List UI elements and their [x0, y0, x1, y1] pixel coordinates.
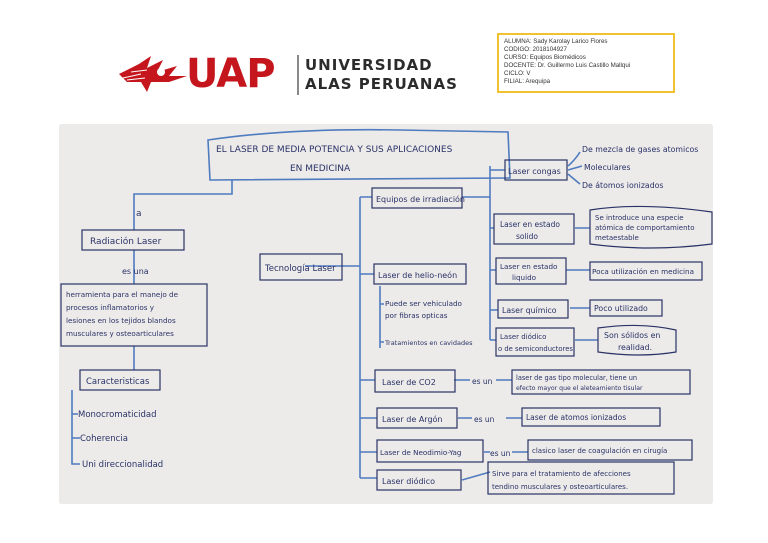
info-filial: FILIAL: Arequipa [504, 77, 551, 85]
student-info-box: ALUMNA: Sady Karolay Larico Flores CODIG… [497, 33, 675, 93]
co2-desc-2: efecto mayor que el aleteamiento tisular [516, 385, 643, 392]
box-definicion [60, 283, 208, 347]
node-solido-2: solido [516, 232, 538, 241]
box-argon-desc [521, 407, 661, 427]
box-co2-desc [511, 369, 691, 395]
info-ciclo: CICLO: V [504, 69, 531, 77]
congas-note-3: De átomos ionizados [582, 181, 664, 190]
diodico-note-2: realidad. [618, 343, 652, 352]
info-alumna: ALUMNA: Sady Karolay Larico Flores [504, 38, 608, 45]
solido-note-2: atómica de comportamiento [595, 224, 695, 232]
box-neodimio [376, 439, 484, 463]
congas-note-1: De mezcla de gases atomicos [582, 145, 698, 154]
node-caracteristicas: Caracteristicas [86, 377, 150, 387]
node-solido-1: Laser en estado [500, 220, 560, 229]
connector-lines [71, 128, 598, 481]
node-radiacion: Radiación Laser [90, 236, 162, 247]
node-diodico: Laser diódico [382, 476, 435, 486]
box-diodico-semi [495, 327, 575, 357]
helio-note-1b: por fibras opticas [385, 311, 448, 320]
def-line-4: musculares y osteoarticulares [66, 329, 174, 338]
node-diodico-semi-1: Laser diódico [500, 333, 546, 341]
box-congas [504, 159, 568, 181]
link-argon: es un [474, 415, 495, 424]
solido-note-3: metaestable [595, 234, 639, 242]
node-liquido-2: liquido [512, 273, 536, 282]
diodico-note-1: Son sólidos en [604, 331, 660, 340]
congas-note-2: Moleculares [584, 163, 631, 172]
solido-note-1: Se introduce una especie [595, 214, 684, 222]
concept-text: EL LASER DE MEDIA POTENCIA Y SUS APLICAC… [66, 145, 698, 491]
box-diodico-note [597, 324, 677, 356]
caracteristica-3: Uni direccionalidad [82, 460, 163, 470]
box-quimico-note [589, 299, 663, 317]
diodico-desc-2: tendino musculares y osteoarticulares. [492, 483, 628, 491]
diodico-desc-1: Sirve para el tratamiento de afecciones [492, 470, 631, 478]
box-quimico [497, 299, 569, 319]
info-docente: DOCENTE: Dr. Guillermo Luis Castillo Mal… [504, 61, 631, 69]
node-boxes [60, 159, 713, 495]
helio-note-2: Tratamientos en cavidades [384, 339, 473, 347]
box-neodimio-desc [527, 439, 693, 461]
node-equipos: Equipos de irradiación [376, 194, 465, 204]
neodimio-desc: clasico laser de coagulación en cirugía [532, 447, 667, 455]
box-solido [493, 213, 575, 245]
logo-name-line2: ALAS PERUANAS [305, 75, 458, 93]
box-liquido [495, 257, 567, 285]
node-neodimio: Laser de Neodimio-Yag [380, 448, 461, 457]
logo-name-line1: UNIVERSIDAD [305, 56, 433, 74]
caracteristica-2: Coherencia [80, 434, 128, 444]
co2-desc-1: laser de gas tipo molecular, tiene un [516, 374, 637, 382]
link-co2: es un [472, 377, 493, 386]
box-radiacion [81, 229, 185, 251]
link-neodimio: es un [490, 449, 511, 458]
liquido-note: Poca utilización en medicina [592, 267, 694, 276]
document-header: UAP UNIVERSIDAD ALAS PERUANAS ALUMNA: Sa… [0, 0, 768, 120]
box-diodico [376, 469, 462, 491]
box-equipos [371, 187, 463, 209]
box-solido-note [589, 205, 713, 249]
node-congas: Laser congas [508, 167, 561, 176]
def-line-2: procesos inflamatorios y [66, 303, 155, 312]
node-quimico: Laser químico [502, 306, 557, 315]
logo-acronym: UAP [186, 51, 276, 97]
info-curso: CURSO: Equipos Biomédicos [504, 53, 586, 61]
node-co2: Laser de CO2 [382, 378, 436, 387]
logo-divider [297, 55, 299, 95]
logo-university-name: UNIVERSIDAD ALAS PERUANAS [305, 56, 458, 94]
box-liquido-note [589, 261, 703, 281]
box-argon [376, 407, 458, 429]
node-diodico-semi-2: o de semiconductores [498, 345, 573, 353]
quimico-note: Poco utilizado [594, 304, 648, 313]
def-line-3: lesiones en los tejidos blandos [66, 316, 176, 325]
node-tecnologia: Tecnología Laser [264, 264, 336, 274]
argon-desc: Laser de atomos ionizados [526, 413, 626, 422]
helio-note-1a: Puede ser vehiculado [385, 299, 462, 308]
box-tecnologia [259, 253, 343, 281]
uap-eagle-logo-icon [119, 56, 187, 92]
title-line2: EN MEDICINA [290, 164, 351, 174]
node-helio: Laser de helio-neón [378, 270, 457, 280]
box-caracteristicas [79, 369, 161, 391]
info-codigo: CODIGO: 2018104927 [504, 45, 567, 53]
def-line-1: herramienta para el manejo de [66, 290, 179, 299]
box-co2 [374, 369, 456, 393]
box-diodico-desc [487, 461, 675, 495]
title-box [207, 128, 511, 181]
link-es-una: es una [122, 267, 149, 276]
caracteristica-1: Monocromaticidad [78, 410, 157, 420]
node-argon: Laser de Argón [382, 414, 443, 424]
connector-a: a [136, 209, 142, 219]
box-helio [373, 263, 467, 285]
node-liquido-1: Laser en estado [500, 262, 557, 271]
title-line1: EL LASER DE MEDIA POTENCIA Y SUS APLICAC… [216, 145, 453, 155]
